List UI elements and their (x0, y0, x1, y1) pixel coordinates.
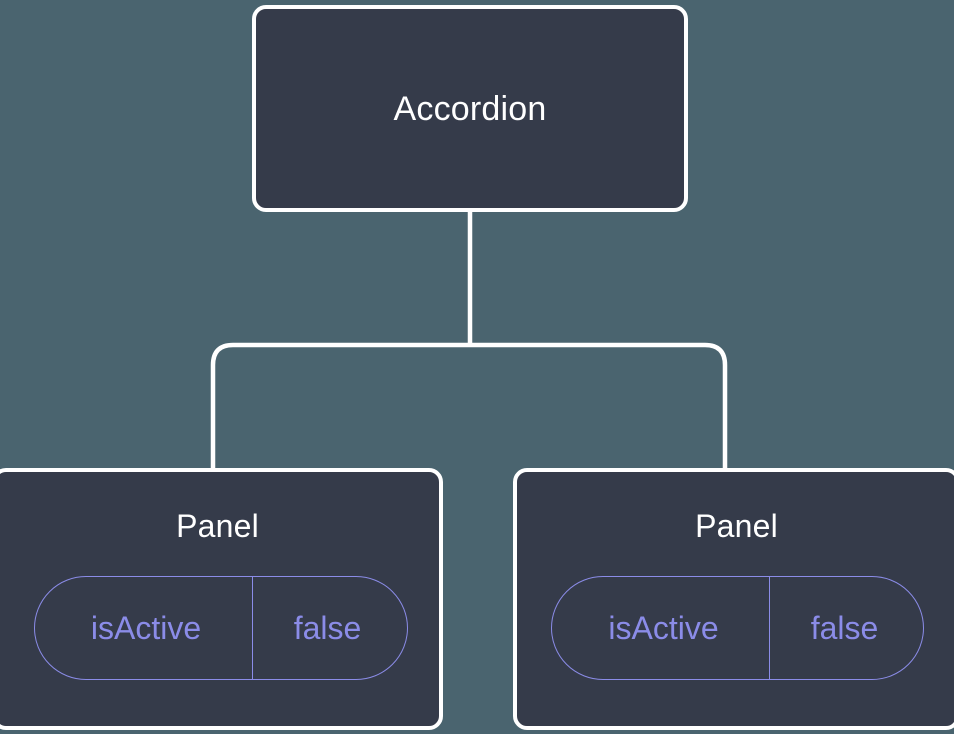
connector-branch-right (470, 342, 728, 470)
prop-value-isactive-1: false (293, 609, 362, 646)
prop-pill-panel-2[interactable]: isActive false (551, 576, 924, 680)
node-panel-1-title: Panel (176, 508, 259, 544)
node-panel-2-title: Panel (695, 508, 778, 544)
prop-pill-panel-1[interactable]: isActive false (33, 576, 408, 680)
connector-branch-left (210, 342, 470, 470)
node-accordion[interactable]: Accordion (252, 5, 688, 212)
prop-key-isactive-2: isActive (552, 577, 770, 679)
prop-key-isactive-1: isActive (35, 577, 253, 679)
prop-value-isactive-2: false (810, 609, 879, 646)
node-panel-2[interactable]: Panel isActive false (513, 468, 954, 730)
node-accordion-title: Accordion (393, 89, 547, 128)
node-panel-1[interactable]: Panel isActive false (0, 468, 443, 730)
